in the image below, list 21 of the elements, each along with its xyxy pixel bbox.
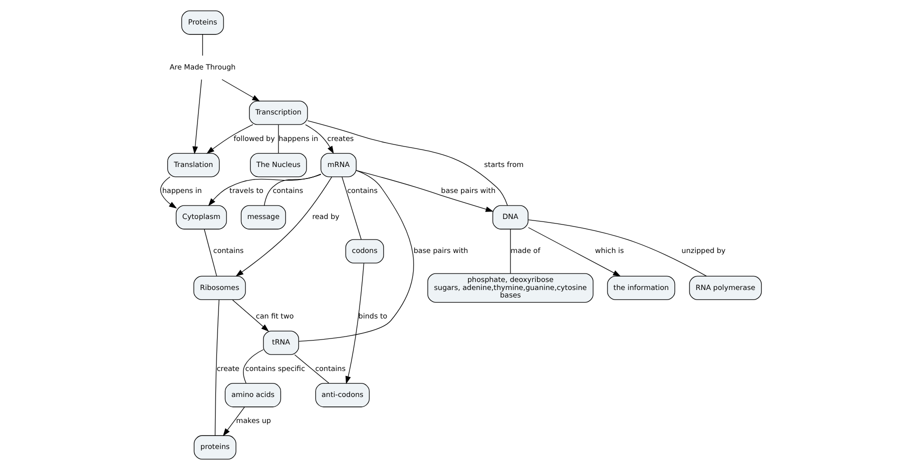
connector [203, 228, 216, 276]
arrow [304, 124, 334, 154]
arrow [208, 174, 321, 206]
connector [306, 120, 508, 206]
arrow [232, 300, 268, 332]
arrow [221, 79, 260, 102]
connector [294, 354, 329, 384]
arrow [528, 227, 620, 277]
arrow [160, 176, 176, 208]
arrow [355, 170, 494, 212]
arrow [235, 176, 332, 277]
connector [298, 170, 414, 342]
arrow [206, 124, 253, 154]
connector [263, 174, 321, 206]
connector [341, 176, 362, 240]
arrow [345, 262, 364, 384]
connector [242, 349, 264, 384]
connector [214, 299, 219, 436]
arrow [222, 406, 244, 436]
connector [527, 219, 706, 276]
arrow [192, 79, 202, 154]
